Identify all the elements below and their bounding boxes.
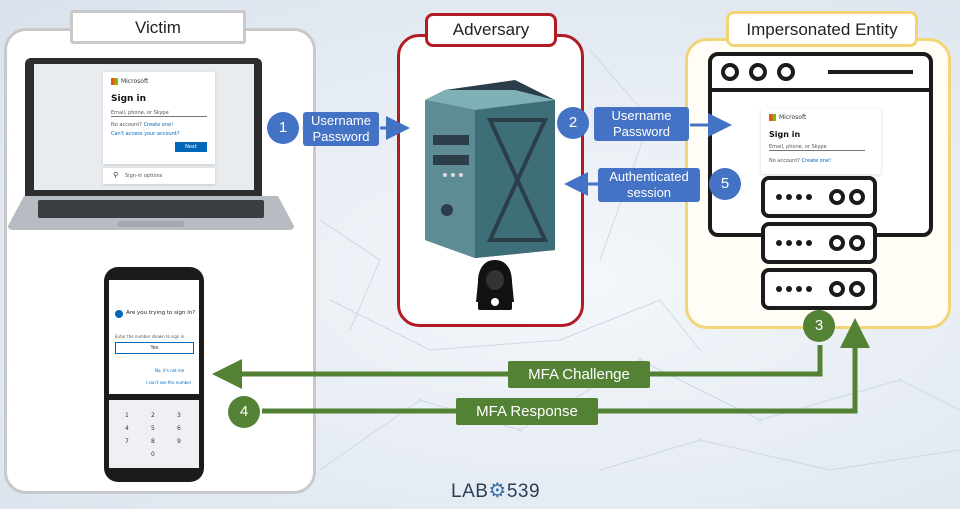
step-4-label: MFA Response (456, 398, 598, 425)
email-field[interactable]: Email, phone, or Skype (111, 110, 207, 117)
step-1-badge: 1 (267, 112, 299, 144)
signin-options-button[interactable]: Sign-in options (125, 173, 163, 179)
hacker-icon (476, 260, 514, 310)
adversary-title: Adversary (425, 13, 557, 47)
step-5-line-1: Authenticated (609, 169, 689, 184)
step-5-line-2: session (626, 185, 672, 200)
entity-sign-in-heading: Sign in (769, 130, 801, 139)
key-8[interactable]: 8 (151, 438, 155, 445)
gear-icon: ⚙ (488, 480, 507, 502)
step-2-line-2: Password (612, 124, 671, 139)
phone-enter-number: Enter the number shown to sign in. (115, 334, 186, 339)
phone-prompt: Are you trying to sign in? (126, 310, 196, 316)
key-icon: ⚲ (113, 171, 119, 179)
step-2-label: Username Password (594, 107, 689, 141)
logo-text-right: 539 (506, 481, 541, 502)
step-3-label: MFA Challenge (508, 361, 650, 388)
step-1-line-2: Password (312, 129, 370, 144)
phone-keypad: 1 2 3 4 5 6 7 8 9 0 (109, 400, 199, 468)
step-4-badge: 4 (228, 396, 260, 428)
step-5-label: Authenticated session (598, 168, 700, 202)
ms-brand-text: Microsoft (121, 78, 149, 85)
sign-in-heading: Sign in (111, 94, 147, 104)
step-2-line-1: Username (611, 108, 672, 123)
entity-ms-brand: Microsoft (779, 114, 807, 121)
key-4[interactable]: 4 (125, 425, 129, 432)
impersonated-entity-title: Impersonated Entity (726, 11, 918, 47)
authenticator-icon (115, 310, 123, 318)
logo-text-left: LAB (451, 481, 489, 502)
key-0[interactable]: 0 (151, 451, 155, 458)
step-1-line-1: Username (311, 113, 371, 128)
key-5[interactable]: 5 (151, 425, 155, 432)
server-rack-icon (761, 176, 877, 310)
cant-access-link[interactable]: Can't access your account? (111, 131, 180, 137)
step-3-badge: 3 (803, 310, 835, 342)
lab539-logo: LAB⚙539 (451, 478, 540, 503)
step-2-badge: 2 (557, 107, 589, 139)
next-button[interactable]: Next (175, 142, 207, 152)
key-1[interactable]: 1 (125, 412, 129, 419)
key-2[interactable]: 2 (151, 412, 155, 419)
step-5-badge: 5 (709, 168, 741, 200)
key-7[interactable]: 7 (125, 438, 129, 445)
create-one-link[interactable]: Create one! (143, 122, 174, 128)
phone-cant-see-link[interactable]: I can't see the number (146, 380, 192, 385)
key-9[interactable]: 9 (177, 438, 181, 445)
key-3[interactable]: 3 (177, 412, 181, 419)
entity-email-field[interactable]: Email, phone, or Skype (769, 144, 865, 151)
step-1-label: Username Password (303, 112, 379, 146)
phone-no-link[interactable]: No, it's not me (155, 368, 185, 373)
number-input[interactable]: Yes (115, 342, 194, 354)
entity-create-one[interactable]: Create one! (801, 158, 832, 164)
key-6[interactable]: 6 (177, 425, 181, 432)
no-account-text: No account? (111, 122, 142, 128)
victim-title: Victim (70, 10, 246, 44)
server-tower-icon (425, 80, 555, 258)
entity-no-account: No account? (769, 158, 800, 164)
